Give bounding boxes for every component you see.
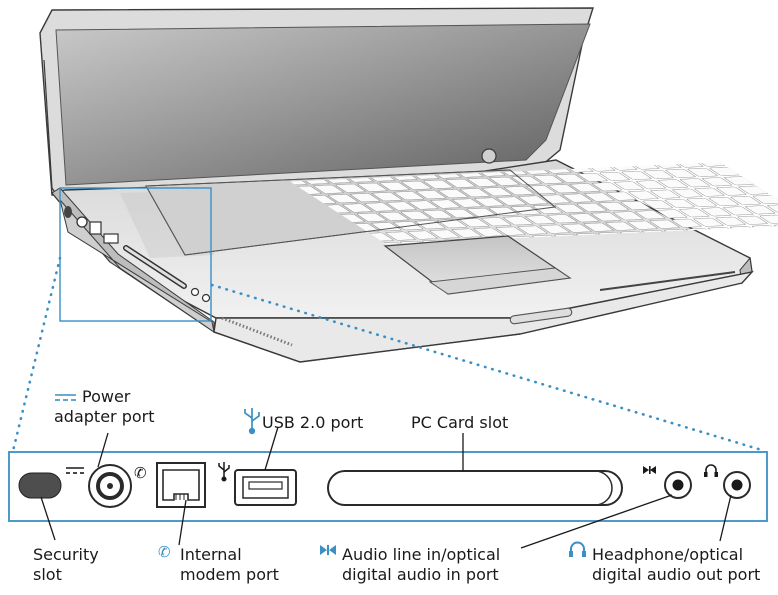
modem-label-line1: Internal: [180, 545, 242, 564]
power-label-line2: adapter port: [54, 407, 155, 426]
audio-in-port-shape: [664, 471, 692, 499]
side-ports-mini: [64, 206, 211, 303]
dc-power-icon: [55, 394, 76, 401]
zoom-line-left: [11, 256, 62, 453]
audio-in-label-line1: Audio line in/optical: [342, 545, 501, 564]
headphone-icon-small: [704, 464, 718, 477]
security-label-line1: Security: [33, 545, 99, 564]
dc-power-icon: [66, 467, 84, 474]
power-port-shape: [88, 464, 132, 508]
audio-in-label-line2: digital audio in port: [342, 565, 499, 584]
headphone-icon: [569, 541, 586, 557]
power-button-shape: [481, 148, 497, 164]
audio-in-icon-small: [643, 466, 656, 474]
zoom-line-right: [210, 283, 767, 453]
power-label-line1: Power: [82, 387, 131, 406]
zoom-highlight-box: [59, 187, 212, 322]
leader-lines: [40, 426, 732, 549]
headphone-label-line1: Headphone/optical: [592, 545, 744, 564]
usb-icon-small: [218, 462, 230, 482]
pc-card-slot-shape: [327, 470, 623, 506]
usb-icon: [244, 408, 260, 435]
security-label-line2: slot: [33, 565, 62, 584]
phone-icon: ✆: [134, 464, 147, 482]
pccard-label: PC Card slot: [411, 413, 509, 432]
security-slot-shape: [18, 472, 62, 499]
headphone-port-shape: [723, 471, 751, 499]
usb-port-shape: [234, 469, 297, 506]
headphone-label-line2: digital audio out port: [592, 565, 761, 584]
modem-port-shape: [156, 462, 206, 508]
phone-icon: ✆: [158, 543, 171, 561]
usb-label: USB 2.0 port: [262, 413, 364, 432]
modem-label-line2: modem port: [180, 565, 279, 584]
trackpad: [383, 235, 572, 295]
keyboard: [145, 162, 778, 256]
laptop-lid: [39, 7, 594, 201]
audio-in-icon: [320, 545, 336, 555]
